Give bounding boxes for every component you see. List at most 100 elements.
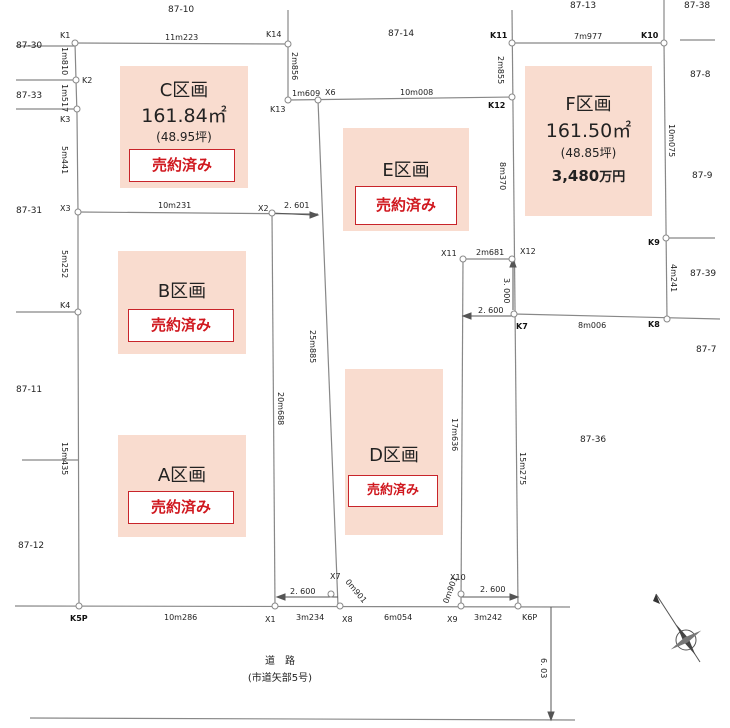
point-k1-marker <box>71 39 79 47</box>
dim-4m241: 4m241 <box>669 264 678 292</box>
point-k2-marker <box>72 76 80 84</box>
road-label: 道 路 (市道矢部5号) <box>220 652 340 684</box>
label-k9: K9 <box>648 238 660 247</box>
label-k3: K3 <box>60 115 70 124</box>
block-b-status: 売約済み <box>128 309 234 342</box>
label-x1: X1 <box>265 615 276 624</box>
label-k1: K1 <box>60 31 70 40</box>
compass-ring <box>675 629 697 651</box>
dim-2m681: 2m681 <box>476 248 504 257</box>
block-f-price: 3,480万円 <box>525 166 652 185</box>
point-x7-marker <box>327 590 335 598</box>
block-a[interactable]: A区画 売約済み <box>118 435 246 537</box>
dim-10m008: 10m008 <box>400 88 433 97</box>
label-x8: X8 <box>342 615 353 624</box>
point-x2-marker <box>268 209 276 217</box>
arrow-head <box>509 257 517 268</box>
block-a-title: A区画 <box>157 465 207 486</box>
dim-10m075: 10m075 <box>667 124 676 157</box>
arrow-head <box>509 593 520 601</box>
neighbor-87-30: 87-30 <box>16 41 42 51</box>
boundary-lines <box>14 0 721 721</box>
dim-11m223: 11m223 <box>165 33 198 42</box>
x11-x10-line <box>460 258 464 607</box>
dim-8m006: 8m006 <box>578 321 606 330</box>
neighbor-87-10: 87-10 <box>168 5 194 15</box>
dim-1m517: 1m517 <box>60 84 69 112</box>
label-x2: X2 <box>258 204 269 213</box>
label-k10: K10 <box>641 31 659 40</box>
label-k7: K7 <box>516 322 528 331</box>
neighbor-87-38: 87-38 <box>684 1 710 11</box>
point-k10-marker <box>660 39 668 47</box>
dim-2601: 2. 601 <box>284 201 309 210</box>
block-e[interactable]: E区画 売約済み <box>343 128 469 231</box>
west-boundary-line <box>74 42 80 607</box>
block-f[interactable]: F区画 161.50㎡ (48.85坪) 3,480万円 <box>525 66 652 216</box>
point-x6-marker <box>314 96 322 104</box>
neighbor-87-36: 87-36 <box>580 435 606 445</box>
neighbor-87-7: 87-7 <box>696 345 716 355</box>
dim-3m242: 3m242 <box>474 613 502 622</box>
block-a-status: 売約済み <box>128 491 234 524</box>
block-c-tsubo: (48.95坪) <box>156 130 212 144</box>
dim-10m286: 10m286 <box>164 613 197 622</box>
label-x11: X11 <box>441 249 457 258</box>
dim-6m054: 6m054 <box>384 613 412 622</box>
neighbor-87-9: 87-9 <box>692 171 713 181</box>
neighbor-87-14: 87-14 <box>388 29 414 39</box>
point-x9-marker <box>457 602 465 610</box>
neighbor-87-11: 87-11 <box>16 385 42 395</box>
dim-1m810: 1m810 <box>60 47 69 75</box>
road-far-edge-line <box>29 717 576 721</box>
block-c-area: 161.84㎡ <box>141 105 227 127</box>
dim-15m435: 15m435 <box>60 442 69 475</box>
point-k5p-marker <box>75 602 83 610</box>
compass-star-cross <box>670 630 702 650</box>
label-x6: X6 <box>325 88 336 97</box>
label-k11: K11 <box>490 31 508 40</box>
label-x7: X7 <box>330 572 341 581</box>
dim-17m636: 17m636 <box>450 418 459 451</box>
block-f-tsubo: (48.85坪) <box>560 146 617 160</box>
k11-k6p-line <box>511 9 519 607</box>
dim-5m441: 5m441 <box>60 146 69 174</box>
arrow-head <box>275 593 286 601</box>
compass-rose-icon <box>653 593 702 663</box>
label-k6p: K6P <box>522 613 537 622</box>
block-c-status: 売約済み <box>129 149 235 182</box>
block-d-title: D区画 <box>369 445 419 466</box>
label-k13: K13 <box>270 105 285 114</box>
dim-1m609: 1m609 <box>292 89 320 98</box>
dim-6m03: 6. 03 <box>539 658 548 678</box>
dim-7m977: 7m977 <box>574 32 602 41</box>
label-x10: X10 <box>450 573 466 582</box>
dim-10m231: 10m231 <box>158 201 191 210</box>
block-c[interactable]: C区画 161.84㎡ (48.95坪) 売約済み <box>120 66 248 188</box>
block-e-status: 売約済み <box>355 186 457 225</box>
point-k11-marker <box>508 39 516 47</box>
arrow-x2-2601 <box>271 212 313 216</box>
point-k13-marker <box>284 96 292 104</box>
label-x9: X9 <box>447 615 458 624</box>
point-x11-marker <box>459 255 467 263</box>
point-k3-marker <box>73 105 81 113</box>
dim-5m252: 5m252 <box>60 250 69 278</box>
dim-2600-a: 2. 600 <box>290 587 315 596</box>
block-b[interactable]: B区画 売約済み <box>118 251 246 354</box>
point-k9-marker <box>662 234 670 242</box>
label-k14: K14 <box>266 30 281 39</box>
block-b-title: B区画 <box>157 281 207 302</box>
label-k12: K12 <box>488 101 505 110</box>
label-k2: K2 <box>82 76 92 85</box>
point-k6p-marker <box>514 602 522 610</box>
dim-2m855: 2m855 <box>496 56 505 84</box>
dim-8m370: 8m370 <box>498 162 507 190</box>
dim-15m275: 15m275 <box>518 452 527 485</box>
dim-2600-c: 2. 600 <box>478 306 503 315</box>
block-f-price-number: 3,480 <box>551 167 600 185</box>
block-d[interactable]: D区画 売約済み <box>345 369 443 535</box>
road-name: 道 路 <box>265 656 295 667</box>
neighbor-87-39: 87-39 <box>690 269 716 279</box>
